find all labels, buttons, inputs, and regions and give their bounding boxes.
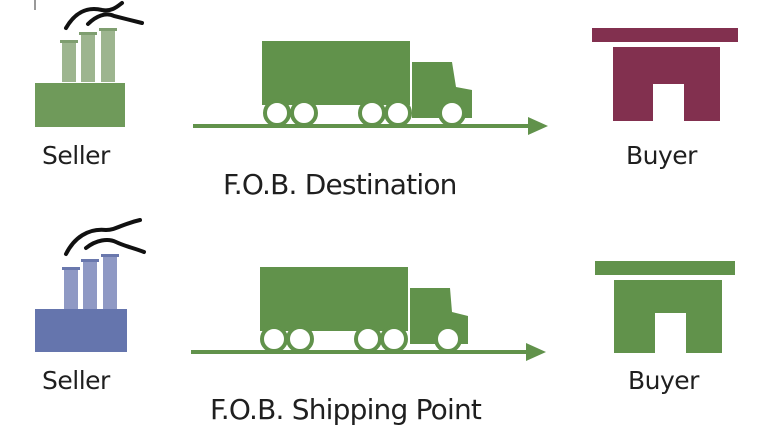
seller-label: Seller <box>42 366 110 395</box>
fob-destination-caption: F.O.B. Destination <box>223 168 457 201</box>
arrow-right-icon <box>193 124 531 128</box>
factory-icon <box>30 0 150 130</box>
arrow-right-icon <box>191 350 529 354</box>
buyer-label: Buyer <box>626 141 697 170</box>
edge-mark <box>34 0 36 10</box>
truck-icon <box>190 38 550 138</box>
fob-shipping-point-caption: F.O.B. Shipping Point <box>210 393 482 426</box>
store-icon <box>590 25 740 125</box>
bird-icon <box>64 1 144 30</box>
truck-icon <box>188 264 548 364</box>
buyer-label: Buyer <box>628 366 699 395</box>
seller-label: Seller <box>42 141 110 170</box>
store-icon <box>592 258 742 358</box>
bird-icon <box>64 218 146 256</box>
factory-icon <box>30 212 150 357</box>
